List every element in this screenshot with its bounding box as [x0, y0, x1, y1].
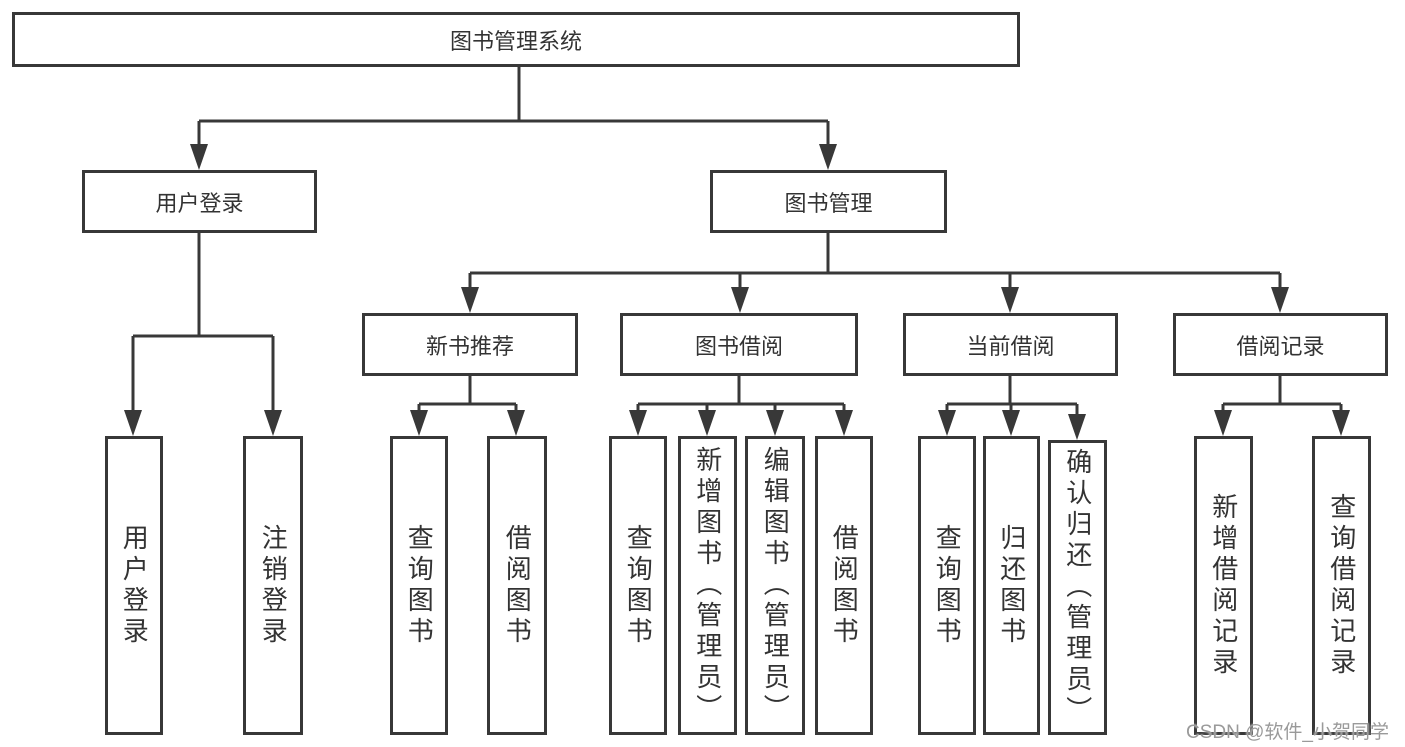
node-user-login-label: 用户登录 [155, 190, 244, 216]
arrow-down-icon [1214, 410, 1232, 436]
connector-user-login-children [131, 233, 275, 412]
arrow-down-icon [731, 287, 749, 313]
leaf-confirm-return-admin-label: 确认归还（管理员） [1062, 448, 1093, 727]
leaf-query-borrow-record: 查询借阅记录 [1312, 436, 1371, 735]
arrow-down-icon [1271, 287, 1289, 313]
arrow-down-icon [461, 287, 479, 313]
node-book-management-label: 图书管理 [784, 190, 873, 216]
node-new-book-recommend: 新书推荐 [362, 313, 578, 376]
arrow-down-icon [1002, 410, 1020, 436]
leaf-user-login-label: 用户登录 [119, 523, 150, 648]
leaf-current-query-books: 查询图书 [918, 436, 976, 735]
leaf-logout: 注销登录 [243, 436, 303, 735]
node-root-label: 图书管理系统 [449, 28, 582, 54]
connector-borrow-record-children [1221, 376, 1343, 412]
node-root-system: 图书管理系统 [12, 12, 1020, 67]
leaf-return-books-label: 归还图书 [996, 523, 1027, 648]
arrow-down-icon [629, 410, 647, 436]
leaf-edit-books-admin: 编辑图书（管理员） [745, 436, 805, 735]
node-book-borrowing-label: 图书借阅 [694, 333, 783, 359]
connector-book-mgmt-children [468, 233, 1282, 290]
arrow-down-icon [507, 410, 525, 436]
arrow-down-icon [938, 410, 956, 436]
leaf-newbook-query-books-label: 查询图书 [404, 523, 435, 648]
leaf-newbook-query-books: 查询图书 [390, 436, 448, 735]
leaf-add-borrow-record-label: 新增借阅记录 [1208, 492, 1239, 679]
connector-book-borrow-children [636, 376, 846, 412]
node-user-login: 用户登录 [82, 170, 317, 233]
leaf-borrow-books: 借阅图书 [815, 436, 873, 735]
arrow-down-icon [410, 410, 428, 436]
leaf-confirm-return-admin: 确认归还（管理员） [1048, 440, 1107, 735]
leaf-current-query-books-label: 查询图书 [932, 523, 963, 648]
arrow-down-icon [1332, 410, 1350, 436]
leaf-edit-books-admin-label: 编辑图书（管理员） [760, 446, 791, 725]
leaf-borrow-books-label: 借阅图书 [829, 523, 860, 648]
arrow-down-icon [835, 410, 853, 436]
leaf-borrow-query-books: 查询图书 [609, 436, 667, 735]
leaf-add-books-admin: 新增图书（管理员） [678, 436, 737, 735]
arrow-down-icon [819, 144, 837, 170]
leaf-query-borrow-record-label: 查询借阅记录 [1326, 492, 1357, 679]
arrow-down-icon [766, 410, 784, 436]
connector-current-borrow-children [945, 376, 1079, 415]
leaf-add-borrow-record: 新增借阅记录 [1194, 436, 1253, 735]
leaf-newbook-borrow-books: 借阅图书 [487, 436, 547, 735]
node-book-management: 图书管理 [710, 170, 947, 233]
leaf-add-books-admin-label: 新增图书（管理员） [692, 446, 723, 725]
arrow-down-icon [1068, 414, 1086, 440]
leaf-logout-label: 注销登录 [258, 523, 289, 648]
leaf-borrow-query-books-label: 查询图书 [623, 523, 654, 648]
node-current-borrowing: 当前借阅 [903, 313, 1118, 376]
leaf-newbook-borrow-books-label: 借阅图书 [502, 523, 533, 648]
arrow-down-icon [124, 410, 142, 436]
node-borrowing-records: 借阅记录 [1173, 313, 1388, 376]
node-book-borrowing: 图书借阅 [620, 313, 858, 376]
leaf-user-login: 用户登录 [105, 436, 163, 735]
leaf-return-books: 归还图书 [983, 436, 1040, 735]
arrow-down-icon [698, 410, 716, 436]
csdn-watermark: CSDN @软件_小贺同学 [1186, 722, 1389, 743]
connector-root-to-level2 [197, 66, 830, 146]
arrow-down-icon [1001, 287, 1019, 313]
connector-new-book-children [417, 376, 518, 412]
arrow-down-icon [190, 144, 208, 170]
arrow-down-icon [264, 410, 282, 436]
node-new-book-recommend-label: 新书推荐 [425, 333, 514, 359]
node-current-borrowing-label: 当前借阅 [966, 333, 1055, 359]
node-borrowing-records-label: 借阅记录 [1236, 333, 1325, 359]
